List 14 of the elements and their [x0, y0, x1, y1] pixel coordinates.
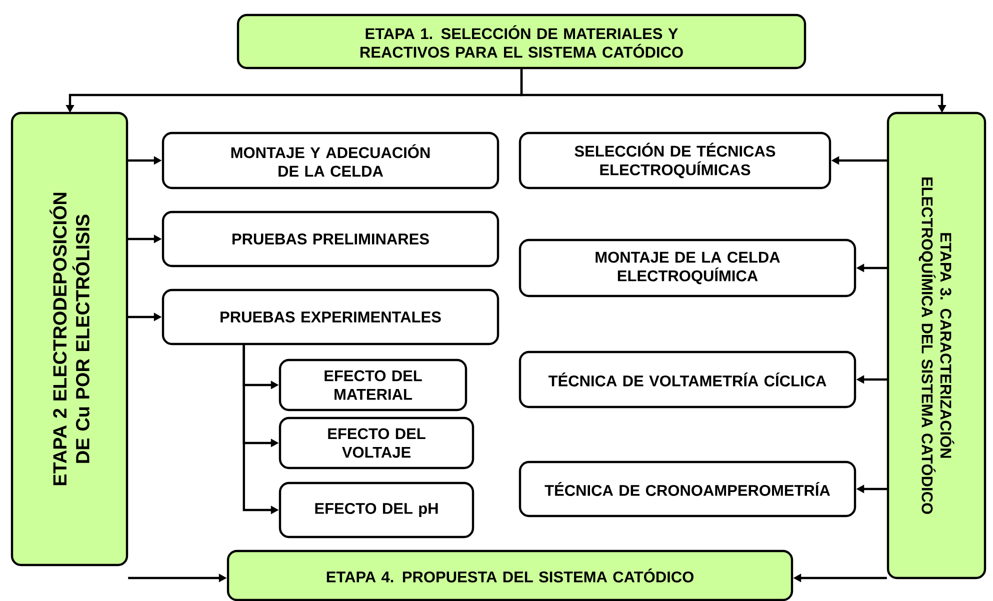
stage-box: ETAPA 4. PROPUESTA DEL SISTEMA CATÓDICO	[226, 550, 794, 601]
stage-box: ETAPA 3. CARACTERIZACIÓN ELECTROQUÍMICA DEL SISTEMA CATÓDICO	[886, 112, 986, 580]
process-box: MONTAJE DE LA CELDA ELECTROQUÍMICA	[518, 238, 856, 298]
process-box: TÉCNICA DE VOLTAMETRÍA CÍCLICA	[518, 350, 856, 408]
process-box: PRUEBAS EXPERIMENTALES	[162, 288, 500, 346]
process-box: EFECTO DEL VOLTAJE	[278, 416, 474, 470]
process-box: PRUEBAS PRELIMINARES	[162, 210, 500, 268]
process-box: EFECTO DEL pH	[278, 482, 474, 538]
stage-box: ETAPA 1. SELECCIÓN DE MATERIALES Y REACTIVOS PARA EL SISTEMA CATÓDICO	[236, 14, 806, 70]
process-box: EFECTO DEL MATERIAL	[278, 358, 468, 412]
process-box: SELECCIÓN DE TÉCNICAS ELECTROQUÍMICAS	[518, 132, 832, 190]
process-box: TÉCNICA DE CRONOAMPEROMETRÍA	[518, 460, 856, 518]
process-box: MONTAJE Y ADECUACIÓN DE LA CELDA	[162, 132, 500, 190]
stage-box: ETAPA 2 ELECTRODEPOSICIÓN DE Cu POR ELECTRÓLISIS	[10, 112, 128, 566]
